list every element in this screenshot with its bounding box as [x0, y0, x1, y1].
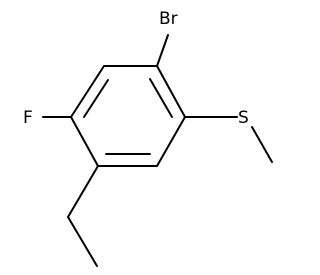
ring-bond-bottom-right: [156, 116, 186, 167]
molecule-structure: Br F S: [23, 9, 273, 267]
fluorine-label: F: [23, 108, 33, 128]
sulfur-label: S: [238, 108, 249, 128]
bromine-label: Br: [159, 9, 178, 29]
ethyl-ch2-bond: [67, 165, 99, 218]
s-methyl-bond: [251, 126, 273, 163]
ring-double-bond-inner-right: [149, 78, 173, 118]
ethyl-ch3-bond: [67, 216, 98, 267]
c-br-bond: [156, 34, 169, 67]
ring-bond-top-left: [70, 65, 105, 118]
ring-double-bond-inner-left: [83, 79, 109, 118]
ring-bond-top-right: [156, 65, 186, 118]
ring-bond-bottom-left: [70, 116, 99, 167]
